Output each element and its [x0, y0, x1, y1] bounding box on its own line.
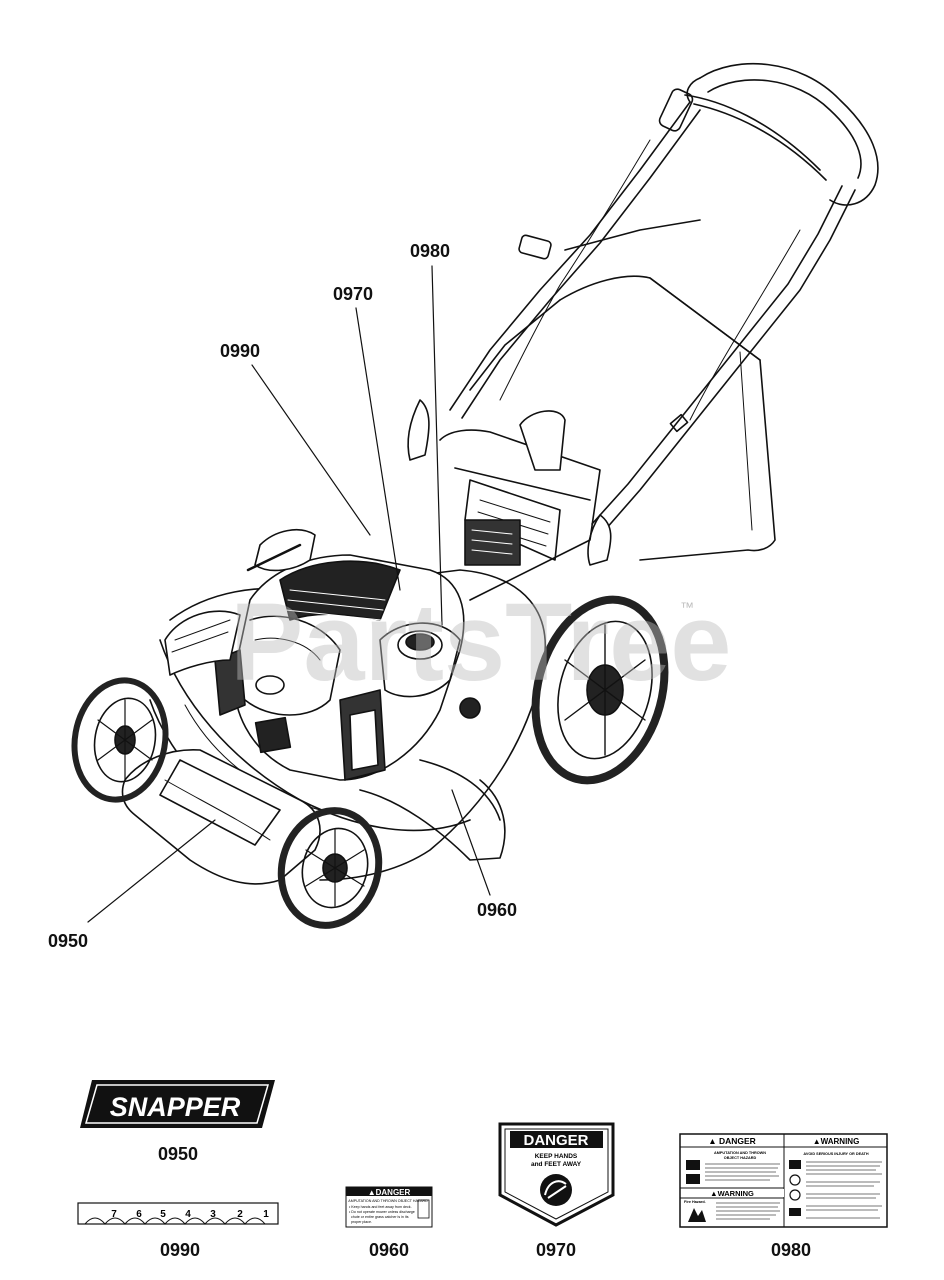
shield-line1: KEEP HANDS: [535, 1153, 578, 1160]
big-icon-hands: [686, 1160, 700, 1170]
callout-0950: 0950: [48, 931, 89, 951]
front-left-wheel: [277, 807, 383, 929]
small-danger-line3: chute or entire grass catcher is in its: [351, 1215, 409, 1219]
leader-0970: [355, 307, 401, 591]
shield-danger-title: DANGER: [523, 1132, 588, 1149]
grass-catcher-bag: [469, 275, 776, 561]
callout-0990: 0990: [220, 341, 261, 361]
big-label-fineprint: [705, 1161, 882, 1220]
decal-big-warning-label: ▲ DANGER ▲WARNING AMPUTATION AND THROWN …: [679, 1133, 888, 1228]
big-warning2-title: ▲WARNING: [710, 1189, 754, 1198]
watermark-tm: ™: [680, 599, 694, 615]
rear-right-wheel: [531, 595, 669, 785]
snapper-brand-text: SNAPPER: [110, 1092, 241, 1122]
big-icon-noslope: [789, 1189, 801, 1201]
shield-line2: and FEET AWAY: [531, 1161, 582, 1168]
ruler-num-5: 5: [160, 1209, 166, 1220]
big-hazard-line2: OBJECT HAZARD: [724, 1156, 757, 1160]
decal-label-0990: 0990: [159, 1240, 201, 1260]
rear-left-wheel: [71, 677, 169, 803]
decal-snapper: SNAPPER: [80, 1080, 275, 1128]
small-danger-line4: proper place.: [351, 1220, 372, 1224]
big-fire-text: Fire Hazard.: [684, 1200, 706, 1204]
engine: [164, 529, 481, 781]
ruler-num-1: 1: [263, 1209, 269, 1220]
leader-0950: [87, 819, 216, 923]
callout-0960: 0960: [477, 900, 518, 920]
big-avoid-text: AVOID SERIOUS INJURY OR DEATH: [803, 1152, 869, 1156]
decal-label-0950: 0950: [157, 1144, 199, 1164]
small-danger-title: ▲DANGER: [368, 1188, 411, 1197]
small-danger-line1: • Keep hands and feet away from deck.: [349, 1205, 412, 1209]
big-hazard-line1: AMPUTATION AND THROWN: [714, 1151, 766, 1155]
big-icon-feet: [686, 1174, 700, 1184]
big-danger-title: ▲ DANGER: [708, 1136, 756, 1146]
big-icon-nochild: [789, 1174, 801, 1186]
handle-assembly: [407, 62, 879, 566]
big-icon-engine: [789, 1208, 801, 1216]
callout-0980: 0980: [410, 241, 451, 261]
small-danger-subtitle: AMPUTATION AND THROWN OBJECT HAZARD: [348, 1199, 428, 1203]
decal-label-0960: 0960: [368, 1240, 410, 1260]
decal-label-0970: 0970: [535, 1240, 577, 1260]
leader-lines: [87, 265, 491, 923]
leader-0960: [451, 789, 491, 896]
ruler-num-2: 2: [237, 1209, 243, 1220]
decal-height-ruler: 7 6 5 4 3 2 1: [77, 1202, 279, 1225]
callout-0970: 0970: [333, 284, 374, 304]
big-warning-title: ▲WARNING: [813, 1137, 860, 1146]
small-danger-line2: • Do not operate mower unless discharge: [349, 1210, 415, 1214]
decal-danger-shield: DANGER KEEP HANDS and FEET AWAY: [498, 1122, 615, 1227]
decal-small-danger: ▲DANGER AMPUTATION AND THROWN OBJECT HAZ…: [345, 1186, 433, 1228]
watermark: PartsTree: [230, 581, 731, 704]
small-danger-pictogram: [417, 1199, 430, 1219]
ruler-num-4: 4: [185, 1209, 191, 1220]
ruler-num-7: 7: [111, 1209, 117, 1220]
decal-label-0980: 0980: [770, 1240, 812, 1260]
ruler-num-6: 6: [136, 1209, 142, 1220]
leader-0990: [251, 364, 371, 536]
big-icon-fire: [688, 1208, 706, 1222]
big-icon-manual: [789, 1160, 801, 1169]
hand-blade-icon: [540, 1174, 572, 1206]
ruler-num-3: 3: [210, 1209, 216, 1220]
rear-chute: [439, 410, 601, 601]
leader-0980: [431, 265, 443, 626]
front-bumper: [121, 749, 321, 885]
